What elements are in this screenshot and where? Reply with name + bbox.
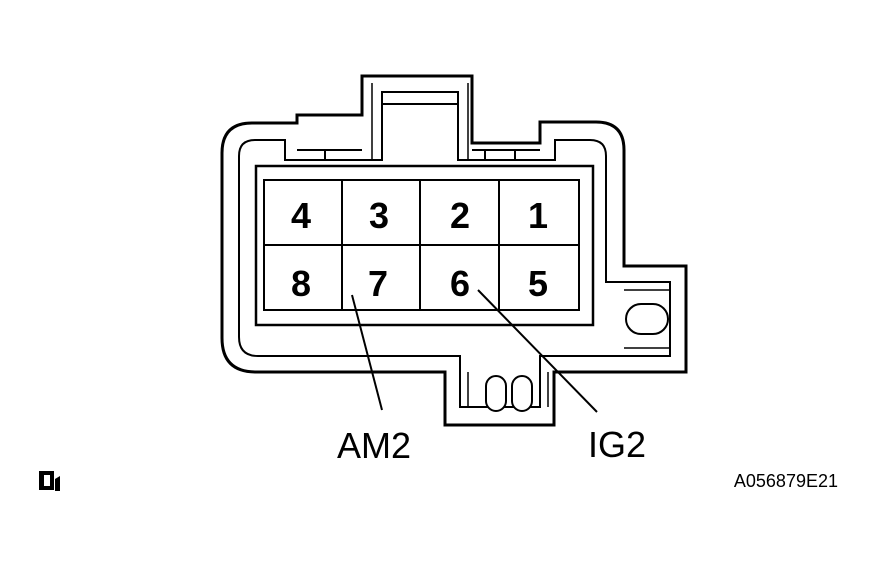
connector-housing-outer <box>220 74 688 427</box>
figure-code: A056879E21 <box>734 471 838 491</box>
am2-leader-line <box>351 294 383 411</box>
pin-7: 7 <box>368 263 388 304</box>
terminal-cavity-frame <box>254 164 595 327</box>
connector-front-view-icon <box>39 471 60 491</box>
ig2-leader-line <box>477 289 598 413</box>
pin-1: 1 <box>528 195 548 236</box>
bottom-latch-slot-right <box>511 375 533 412</box>
right-lock-slot <box>625 303 669 335</box>
ig2-label: IG2 <box>588 424 646 465</box>
pin-5: 5 <box>528 263 548 304</box>
am2-label: AM2 <box>337 425 411 466</box>
pin-4: 4 <box>291 195 311 236</box>
connector-housing-inner <box>238 91 671 408</box>
pin-8: 8 <box>291 263 311 304</box>
pin-2: 2 <box>450 195 470 236</box>
pin-6: 6 <box>450 263 470 304</box>
bottom-latch-slot-left <box>485 375 507 412</box>
pin-3: 3 <box>369 195 389 236</box>
